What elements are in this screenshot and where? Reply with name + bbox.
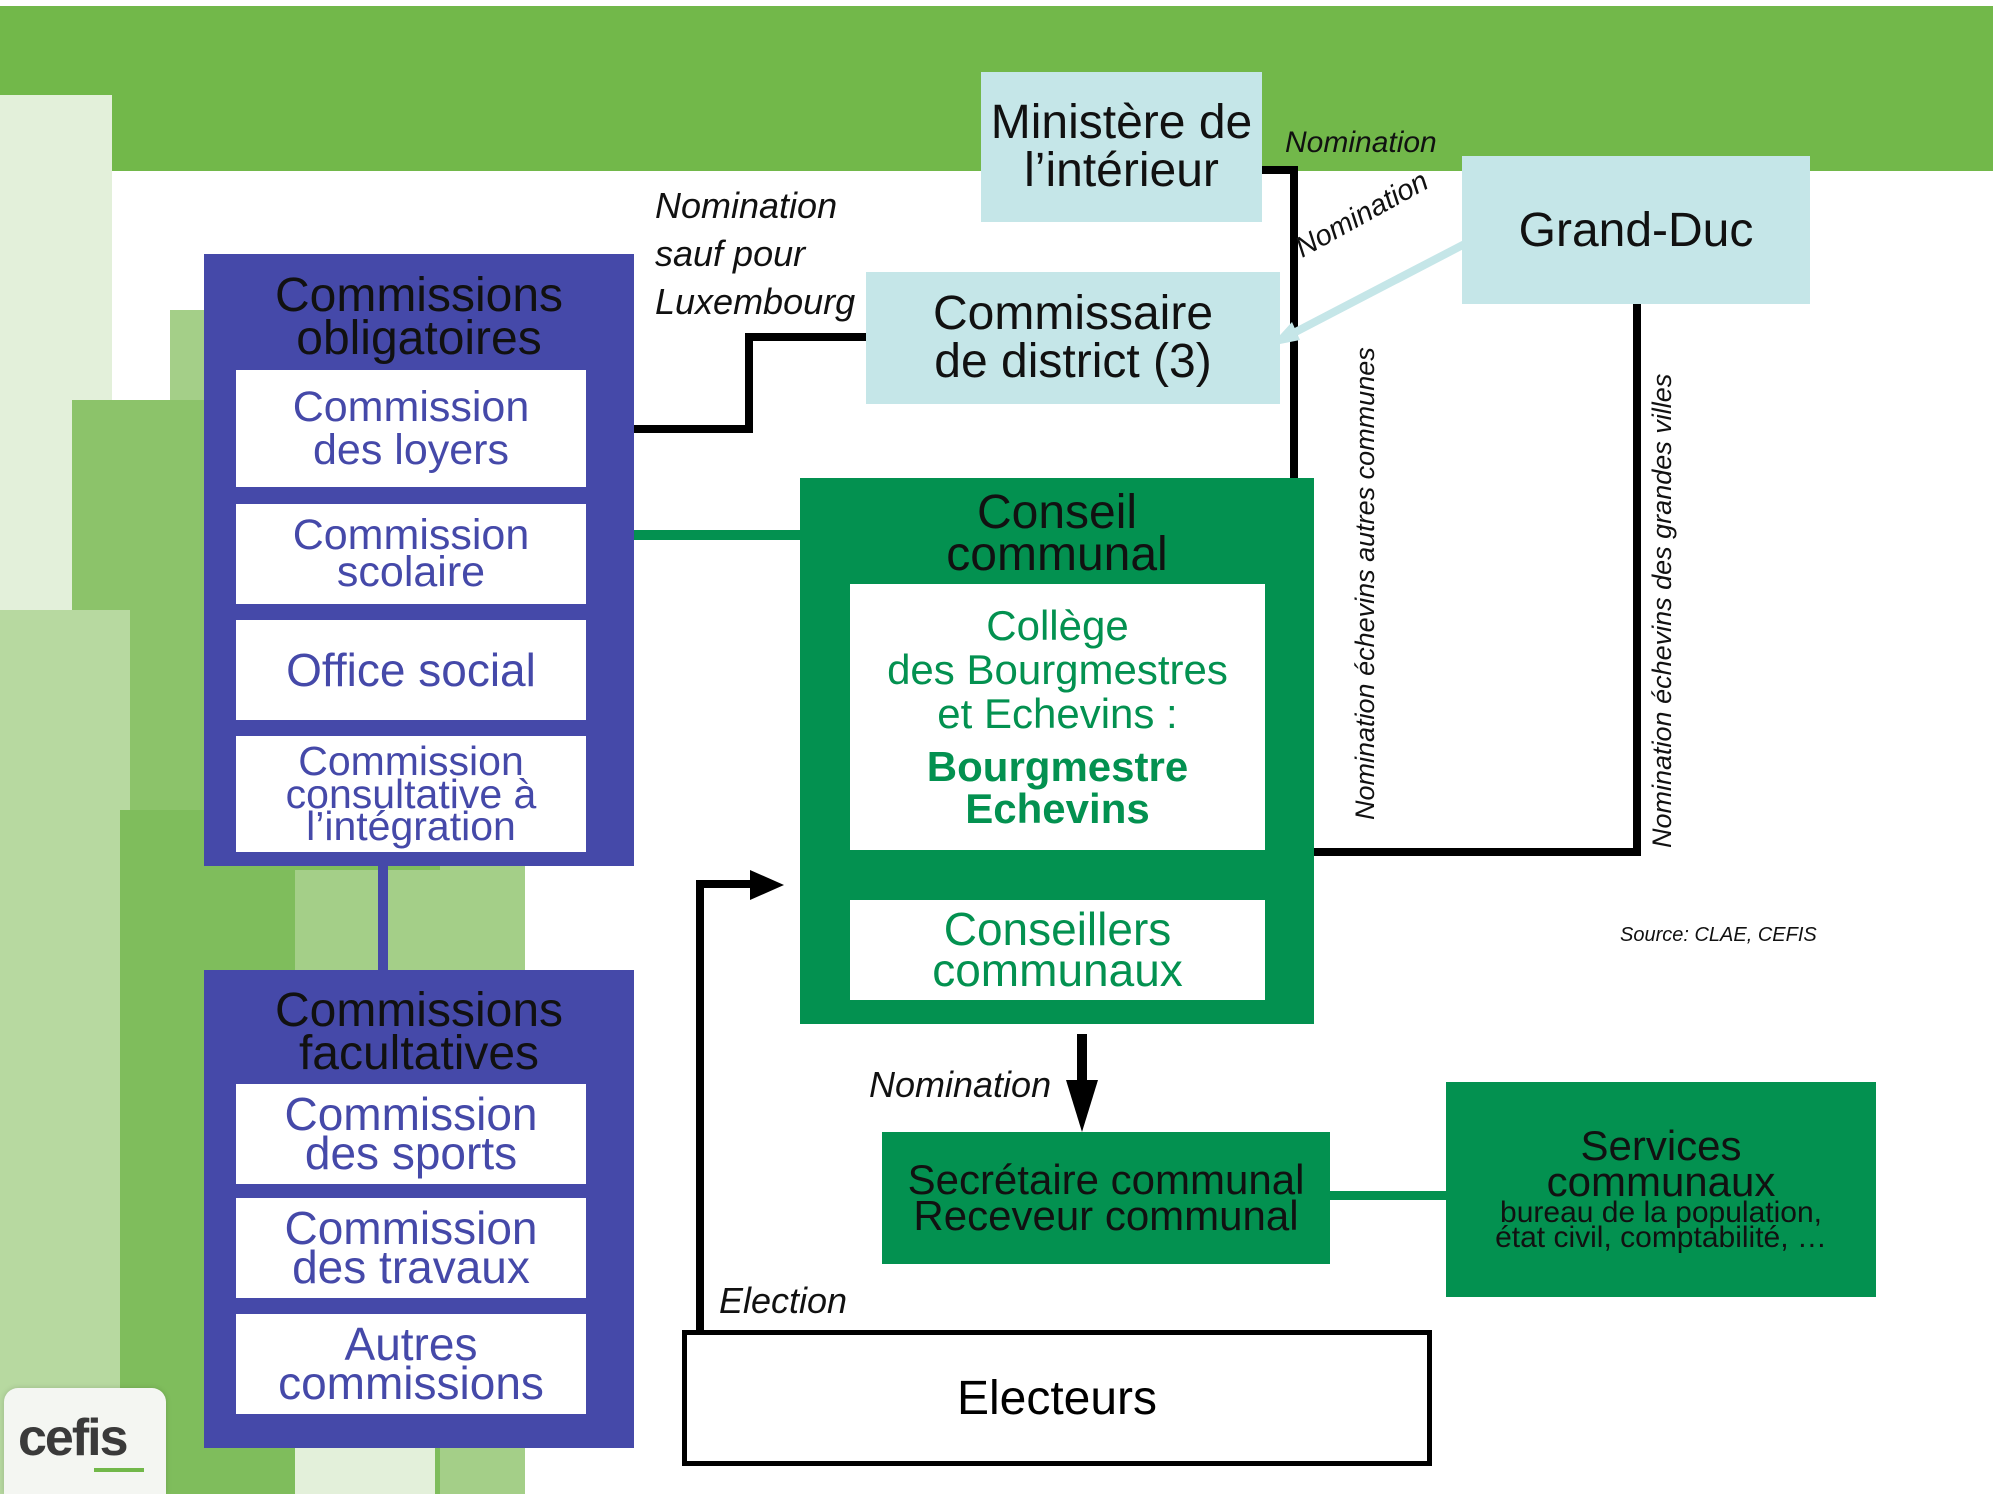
ministere-box: Ministère de l’intérieur xyxy=(981,72,1262,222)
services-line2: communaux xyxy=(1546,1158,1776,1205)
ministere-line2: l’intérieur xyxy=(1024,144,1219,197)
secretaire-line1: Secrétaire communal xyxy=(907,1156,1305,1204)
commission-integration-line2: consultative à xyxy=(285,770,537,817)
source-label: Source: CLAE, CEFIS xyxy=(1620,924,1817,946)
conseil-title-line1: Conseil xyxy=(976,485,1138,539)
commissaire-box: Commissaire de district (3) xyxy=(866,272,1280,404)
arrow-ministere-h xyxy=(1262,166,1298,174)
commission-travaux-line2: des travaux xyxy=(292,1241,530,1293)
commission-integration-line3: l’intégration xyxy=(306,803,516,850)
echevins-label: Echevins xyxy=(965,785,1150,833)
college-line3: et Echevins : xyxy=(937,690,1178,738)
electeurs-box: Electeurs xyxy=(682,1330,1432,1466)
grand-duc-label: Grand-Duc xyxy=(1518,203,1754,257)
cefis-logo: cefis xyxy=(4,1388,166,1494)
nomination-sauf-label: Nomination sauf pour Luxembourg xyxy=(655,182,855,326)
office-social: Office social xyxy=(236,620,586,720)
commission-loyers: Commission des loyers xyxy=(236,370,586,487)
commission-integration: Commission consultative à l’intégration xyxy=(236,736,586,852)
conseil-communal-title: Conseil communal xyxy=(800,485,1314,581)
conseillers-line2: communaux xyxy=(932,944,1183,996)
services-box: Services communaux bureau de la populati… xyxy=(1446,1082,1876,1297)
autres-commissions-line1: Autres xyxy=(344,1317,478,1370)
commission-loyers-line1: Commission xyxy=(292,382,530,431)
arrow-commissaire-line-h2 xyxy=(610,425,753,433)
commissions-facultatives-group: Commissions facultatives Commission des … xyxy=(204,970,634,1448)
college-line2: des Bourgmestres xyxy=(887,645,1228,693)
autres-commissions: Autres commissions xyxy=(236,1314,586,1414)
commissaire-line2: de district (3) xyxy=(934,335,1212,388)
electeurs-label: Electeurs xyxy=(956,1371,1158,1425)
commission-scolaire: Commission scolaire xyxy=(236,504,586,604)
conseillers-communaux-box: Conseillers communaux xyxy=(850,900,1265,1000)
college-line1: Collège xyxy=(986,601,1129,649)
ministere-line1: Ministère de xyxy=(990,96,1253,149)
commission-loyers-line2: des loyers xyxy=(313,425,509,474)
services-line1: Services xyxy=(1580,1122,1742,1170)
office-social-label: Office social xyxy=(286,644,536,696)
election-label: Election xyxy=(719,1280,848,1321)
conseil-title-line2: communal xyxy=(946,528,1168,581)
nomination-ministere-label: Nomination xyxy=(1285,126,1437,159)
grand-duc-box: Grand-Duc xyxy=(1462,156,1810,304)
commissaire-line1: Commissaire xyxy=(932,287,1214,340)
commission-sports-line2: des sports xyxy=(304,1127,518,1179)
nomination-sauf-line2: sauf pour xyxy=(655,233,806,274)
conseillers-line1: Conseillers xyxy=(943,902,1172,955)
arrow-commissaire-line-h1 xyxy=(748,333,866,341)
commissions-obligatoires-title: Commissions obligatoires xyxy=(204,268,634,365)
autres-commissions-line2: commissions xyxy=(278,1357,544,1409)
commission-sports-line1: Commission xyxy=(284,1087,538,1140)
college-box: Collège des Bourgmestres et Echevins : B… xyxy=(850,584,1265,850)
connector-commissions-conseil xyxy=(633,530,800,540)
arrow-election-h xyxy=(696,880,756,888)
cefis-logo-bar xyxy=(94,1468,144,1472)
obligatoires-title-line2: obligatoires xyxy=(296,312,542,365)
nomination-grandes-villes-label: Nomination échevins des grandes villes xyxy=(1647,373,1677,848)
nomination-autres-communes-label: Nomination échevins autres communes xyxy=(1350,347,1380,820)
arrowhead-secretaire xyxy=(1066,1080,1098,1132)
commissions-obligatoires-group: Commissions obligatoires Commission des … xyxy=(204,254,634,866)
bourgmestre-label: Bourgmestre xyxy=(926,743,1189,791)
nomination-sauf-line3: Luxembourg xyxy=(655,281,856,322)
arrow-election-v xyxy=(696,880,704,1332)
nomination-secretaire-label: Nomination xyxy=(869,1064,1052,1105)
arrow-grandduc-v xyxy=(1633,302,1641,856)
arrow-commissaire-line-v xyxy=(745,333,753,433)
commission-travaux: Commission des travaux xyxy=(236,1198,586,1298)
arrowhead-election xyxy=(750,870,784,900)
commissions-facultatives-title: Commissions facultatives xyxy=(204,983,634,1080)
connector-secretaire-services xyxy=(1330,1191,1446,1200)
commission-scolaire-line2: scolaire xyxy=(336,548,486,596)
conseil-communal-group: Conseil communal Collège des Bourgmestre… xyxy=(800,478,1314,1024)
facultatives-title-line2: facultatives xyxy=(298,1027,540,1080)
arrow-bottom-h xyxy=(1290,848,1641,856)
commission-scolaire-line1: Commission xyxy=(292,511,530,560)
arrow-secretaire-v xyxy=(1077,1034,1087,1086)
secretaire-line2: Receveur communal xyxy=(913,1192,1299,1239)
commission-travaux-line1: Commission xyxy=(284,1201,538,1254)
services-detail2: état civil, comptabilité, … xyxy=(1495,1221,1827,1255)
obligatoires-title-line1: Commissions xyxy=(274,268,564,322)
commission-sports: Commission des sports xyxy=(236,1084,586,1184)
services-detail1: bureau de la population, xyxy=(1500,1195,1822,1229)
nomination-sauf-line1: Nomination xyxy=(655,185,838,226)
connector-commissions xyxy=(378,866,388,970)
secretaire-box: Secrétaire communal Receveur communal xyxy=(882,1132,1330,1264)
cefis-logo-text: cefis xyxy=(18,1409,129,1467)
commission-integration-line1: Commission xyxy=(298,737,524,784)
bg-panel-lowleft xyxy=(0,610,130,1494)
facultatives-title-line1: Commissions xyxy=(274,983,564,1037)
